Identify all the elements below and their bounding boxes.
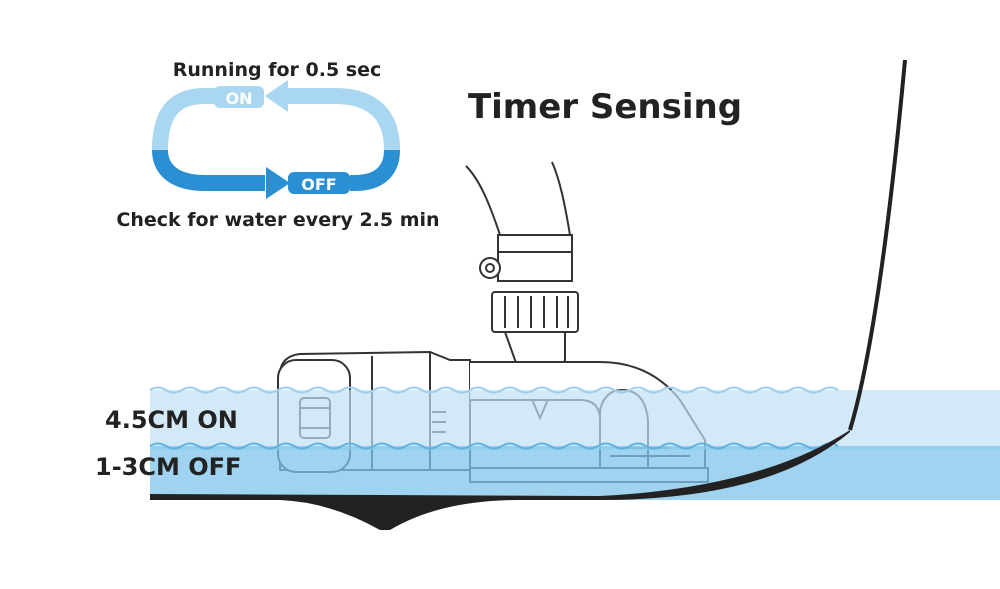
on-arrow-path [285, 88, 400, 151]
on-badge-label: ON [226, 89, 253, 108]
water-band-light [150, 390, 1000, 450]
diagram-title: Timer Sensing [468, 87, 742, 127]
water [150, 390, 1000, 500]
level-off-label: 1-3CM OFF [95, 453, 241, 481]
hull-side [848, 59, 907, 431]
boat-hull [150, 59, 907, 530]
running-text: Running for 0.5 sec [173, 59, 382, 81]
on-arrow-head [265, 80, 288, 112]
off-arrow-head [266, 167, 290, 199]
water-wave-top [149, 386, 839, 394]
on-arrow-path-left [152, 88, 215, 151]
check-text: Check for water every 2.5 min [116, 209, 439, 231]
off-badge [288, 172, 350, 194]
hose-clamp [479, 234, 573, 282]
threaded-connector [491, 291, 579, 333]
water-band-dark [150, 446, 1000, 500]
off-arrow-path-right [350, 149, 400, 191]
hull-bottom [150, 430, 850, 530]
level-on-label: 4.5CM ON [105, 406, 238, 434]
on-off-cycle: ON OFF [152, 80, 400, 199]
on-badge [214, 86, 264, 108]
water-wave-mid [149, 442, 839, 450]
hose [465, 161, 571, 236]
off-badge-label: OFF [301, 175, 336, 194]
off-arrow-path [152, 149, 265, 191]
